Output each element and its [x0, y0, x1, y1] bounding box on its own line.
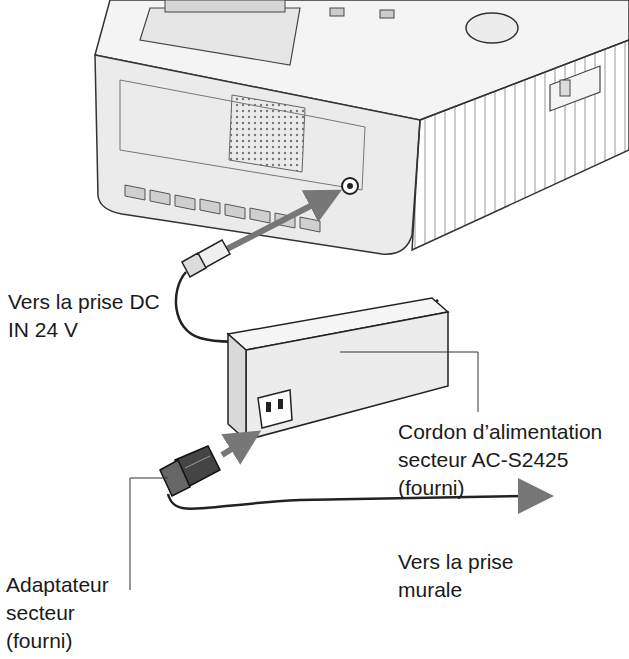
ac-plug: [160, 446, 220, 496]
callout-label: Cordon d’alimentation secteur AC-S2425 (…: [398, 418, 603, 502]
button: [330, 8, 344, 16]
ac-adapter: [228, 298, 448, 440]
usb-port: [560, 80, 570, 96]
bottom-slots: [125, 185, 320, 232]
insert-arrow: [222, 440, 246, 455]
speaker-grille: [229, 95, 305, 172]
callout-label: Vers la prise murale: [398, 548, 548, 604]
dc-in-pin: [347, 183, 353, 189]
printer-slot: [165, 0, 285, 12]
wall-arrow: [520, 493, 536, 499]
card-slot: [550, 66, 600, 111]
printer-side: [412, 40, 629, 250]
dc-plug: [182, 240, 230, 277]
ac-cable: [168, 494, 525, 509]
insert-arrow: [225, 198, 326, 250]
power-button: [466, 13, 518, 43]
printer-cover: [140, 8, 300, 65]
printer-door: [120, 80, 365, 190]
dc-in-jack: [342, 178, 358, 194]
leader-line: [340, 352, 478, 412]
printer-front: [95, 55, 420, 254]
leader-line: [130, 478, 168, 590]
callout-label: Vers la prise DC IN 24 V: [8, 288, 183, 344]
button: [380, 10, 394, 18]
callout-label: Adaptateur secteur (fourni): [6, 571, 146, 655]
